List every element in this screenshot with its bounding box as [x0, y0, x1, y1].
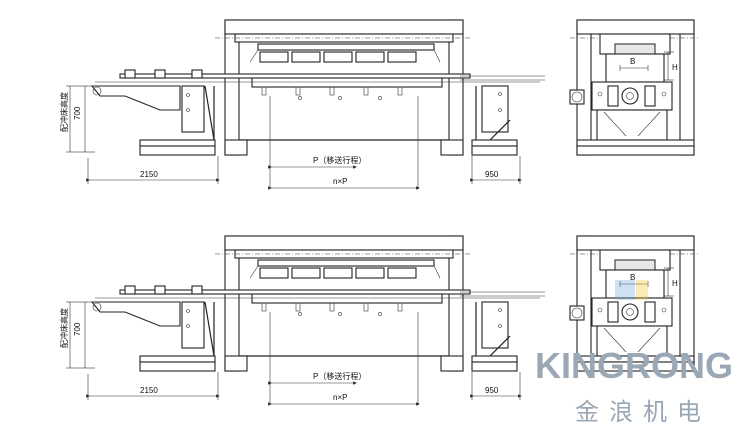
- right-length-label: 950: [485, 170, 499, 179]
- watermark-chinese: 金浪机电: [575, 398, 711, 426]
- watermark-brand: KINGRONG: [535, 345, 733, 386]
- height-label: 700: [73, 106, 82, 120]
- left-length-label: 2150: [140, 170, 158, 179]
- total-length-label: n×P: [333, 393, 347, 402]
- front-view-bottom: [66, 236, 545, 404]
- right-length-label: 950: [485, 386, 499, 395]
- side-view-top: [569, 19, 701, 156]
- left-length-label: 2150: [140, 386, 158, 395]
- press-height-label: 配冲床高度: [59, 92, 69, 132]
- total-length-label: n×P: [333, 177, 347, 186]
- side-b-label: B: [630, 57, 635, 66]
- kingrong-watermark: KINGRONG 金浪机电: [535, 280, 733, 426]
- front-view-top: [66, 20, 545, 188]
- feed-pitch-label: P（移送行程）: [313, 155, 366, 165]
- press-height-label: 配冲床高度: [59, 308, 69, 348]
- side-h-label: H: [672, 63, 678, 72]
- feed-pitch-label: P（移送行程）: [313, 371, 366, 381]
- side-b-label: B: [630, 273, 635, 282]
- height-label: 700: [73, 322, 82, 336]
- side-h-label: H: [672, 279, 678, 288]
